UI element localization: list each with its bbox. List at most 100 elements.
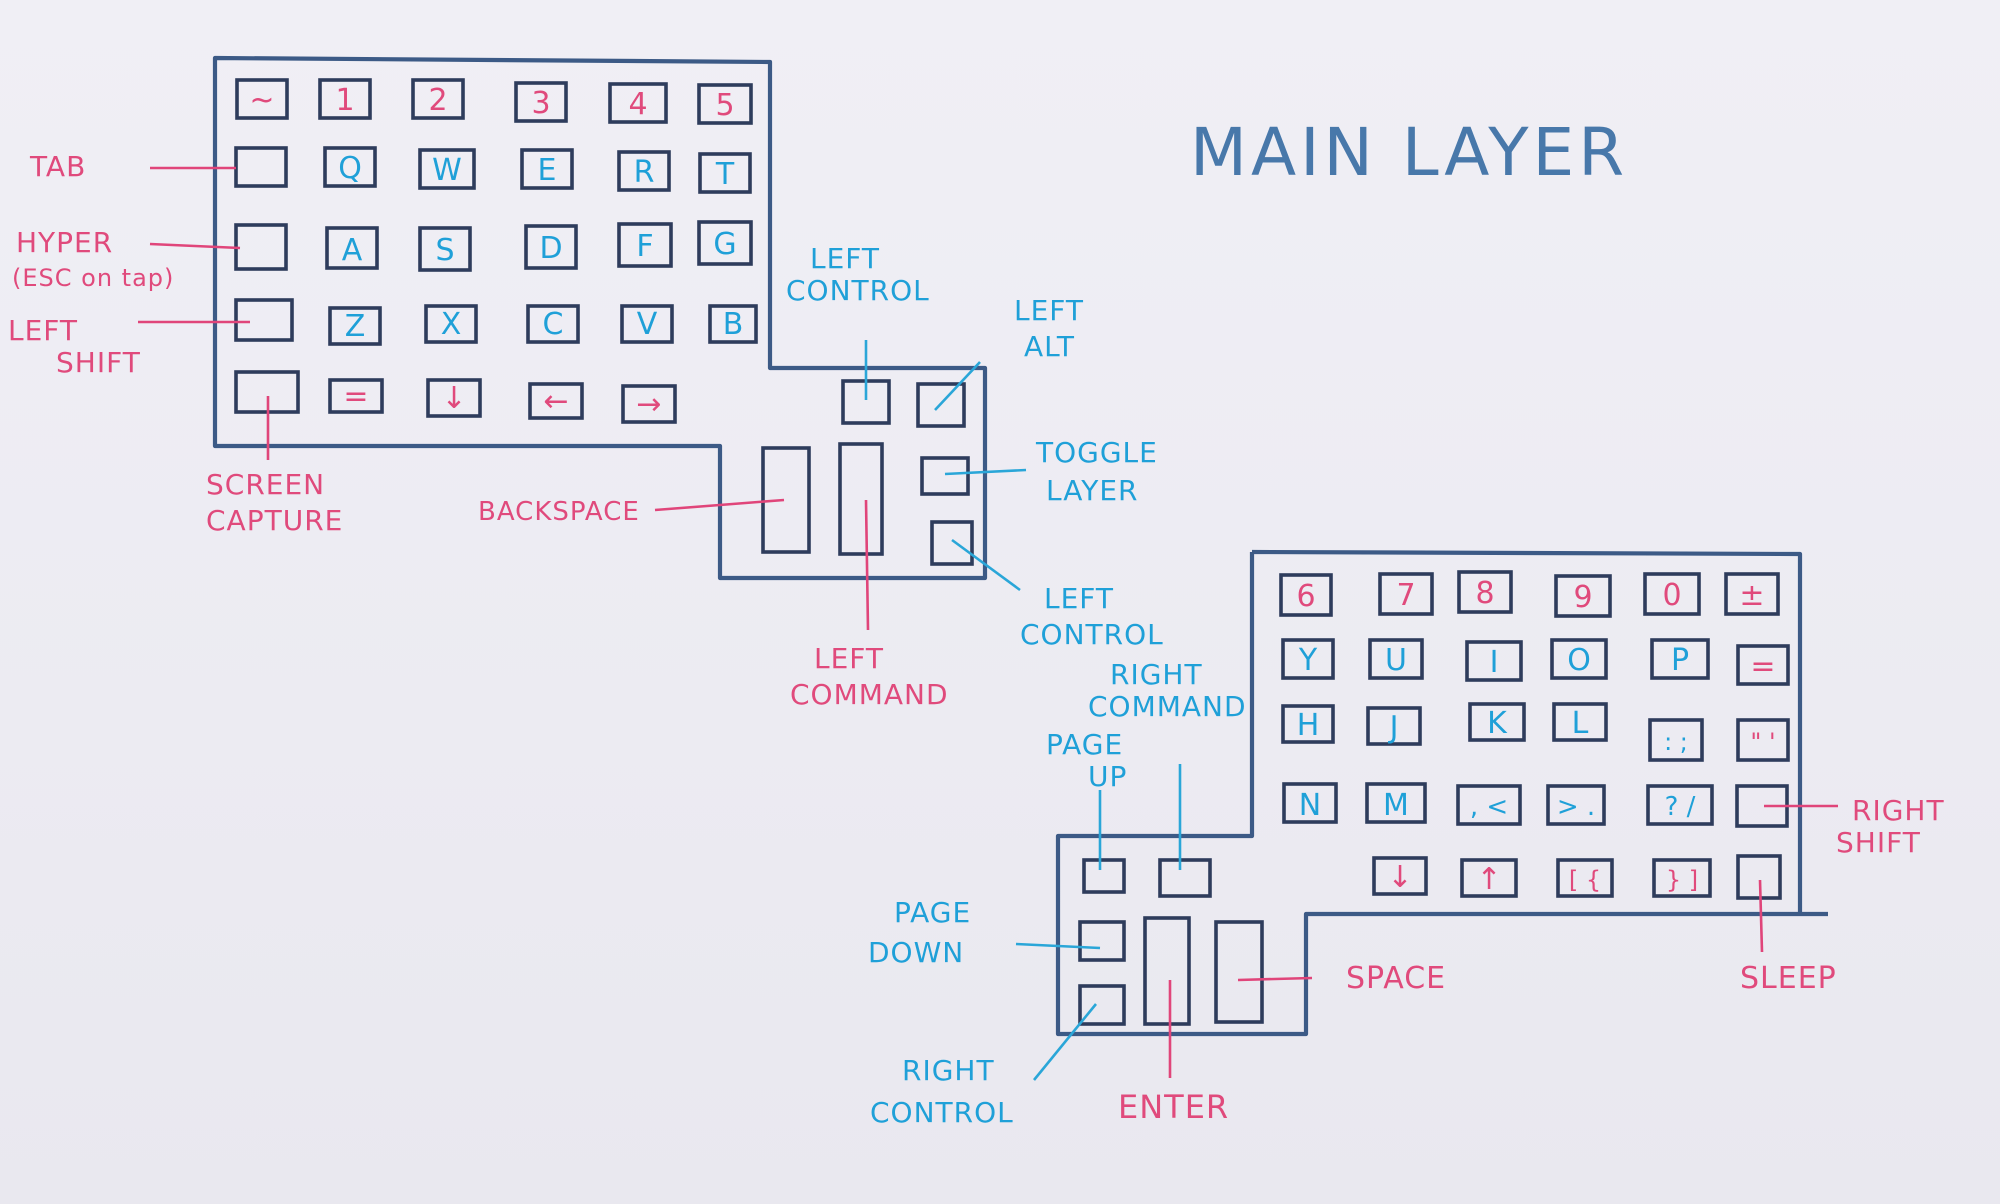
key-page-down[interactable] <box>1078 920 1126 962</box>
key-enter[interactable] <box>1143 916 1191 1026</box>
key-right-r2-6[interactable] <box>1736 644 1790 686</box>
legend-right-r4-4: > . <box>1557 792 1595 822</box>
legend-right-r5-3: [ { <box>1569 866 1601 894</box>
key-right-r3-2[interactable] <box>1366 706 1422 746</box>
legend-left-r5-3: ↓ <box>441 381 466 416</box>
key-right-r1-4[interactable] <box>1554 574 1612 618</box>
leader-sleep <box>1758 879 1764 953</box>
legend-left-r4-3: X <box>441 307 462 342</box>
key-left-r3-1[interactable] <box>234 223 288 271</box>
key-right-r4-3[interactable] <box>1456 784 1522 826</box>
legend-left-r3-3: S <box>435 233 454 268</box>
key-space[interactable] <box>1214 920 1264 1024</box>
key-left-r3-2[interactable] <box>325 226 379 270</box>
legend-right-r1-5: 0 <box>1662 578 1681 613</box>
key-left-r4-6[interactable] <box>708 304 758 344</box>
key-left-r2-5[interactable] <box>617 150 671 192</box>
key-left-r4-1[interactable] <box>234 298 294 342</box>
label-sleep: SLEEP <box>1740 961 1837 996</box>
key-left-r1-3[interactable] <box>411 78 465 120</box>
key-left-alt[interactable] <box>916 382 966 428</box>
key-left-r1-4[interactable] <box>514 81 568 123</box>
key-left-r3-4[interactable] <box>524 224 578 270</box>
key-right-r3-3[interactable] <box>1468 702 1526 742</box>
key-right-r1-1[interactable] <box>1279 573 1333 617</box>
key-right-r2-3[interactable] <box>1465 640 1523 682</box>
label-left-shift-line1: LEFT <box>8 314 78 347</box>
legend-left-r1-3: 2 <box>428 83 447 118</box>
key-right-r3-5[interactable] <box>1648 718 1704 762</box>
leader-left-alt <box>934 361 981 411</box>
label-left-command-line2: COMMAND <box>790 678 949 711</box>
legend-left-r4-4: C <box>543 307 564 342</box>
key-left-r5-2[interactable] <box>328 378 384 414</box>
key-right-r3-6[interactable] <box>1736 718 1790 762</box>
key-left-command[interactable] <box>838 442 884 556</box>
key-right-r2-4[interactable] <box>1550 638 1608 680</box>
key-right-r1-2[interactable] <box>1378 572 1434 616</box>
key-right-r2-2[interactable] <box>1368 638 1424 680</box>
key-right-r1-5[interactable] <box>1643 572 1701 616</box>
key-left-r2-6[interactable] <box>698 152 752 194</box>
key-right-command[interactable] <box>1158 858 1212 898</box>
legend-right-r4-2: M <box>1383 788 1409 823</box>
key-left-r2-2[interactable] <box>323 146 377 188</box>
label-left-command-line1: LEFT <box>814 642 884 675</box>
label-page-down-line2: DOWN <box>868 936 964 969</box>
key-left-r5-4[interactable] <box>528 382 584 420</box>
key-left-r4-3[interactable] <box>424 304 478 344</box>
key-right-r5-2[interactable] <box>1460 858 1518 898</box>
legend-right-r3-3: K <box>1487 706 1508 741</box>
key-right-r4-4[interactable] <box>1546 784 1606 826</box>
key-left-r4-2[interactable] <box>328 306 382 346</box>
key-left-r3-3[interactable] <box>418 226 472 272</box>
legend-left-r1-1: ~ <box>249 83 274 118</box>
label-page-up-line2: UP <box>1088 760 1127 793</box>
key-left-r5-5[interactable] <box>621 384 677 424</box>
key-right-r5-1[interactable] <box>1372 856 1428 896</box>
key-right-r4-1[interactable] <box>1282 782 1338 824</box>
key-sleep[interactable] <box>1736 854 1782 900</box>
legend-right-r1-3: 8 <box>1475 576 1494 611</box>
legend-right-r2-3: I <box>1490 645 1499 680</box>
label-hyper-line1: HYPER <box>16 226 113 259</box>
key-left-r2-1[interactable] <box>234 146 288 188</box>
key-right-control[interactable] <box>1078 984 1126 1026</box>
key-left-r3-6[interactable] <box>697 220 753 266</box>
key-left-r1-1[interactable] <box>235 78 289 120</box>
key-right-r2-1[interactable] <box>1281 638 1335 680</box>
key-page-up[interactable] <box>1082 858 1126 894</box>
left-key-legends: ~ 1 2 3 4 5 Q W E R T A S D F G Z X C V … <box>249 83 743 422</box>
key-toggle-layer[interactable] <box>920 456 970 496</box>
key-left-r5-3[interactable] <box>426 378 482 418</box>
right-half-outline <box>1055 549 1828 1037</box>
key-left-control-bottom[interactable] <box>930 520 974 566</box>
key-backspace[interactable] <box>761 446 811 554</box>
legend-left-r3-4: D <box>539 231 562 266</box>
leader-left-command <box>864 499 870 631</box>
key-left-r2-3[interactable] <box>418 148 476 190</box>
key-left-r4-4[interactable] <box>526 304 580 344</box>
legend-left-r1-4: 3 <box>531 86 550 121</box>
key-left-r1-2[interactable] <box>318 78 372 120</box>
key-right-r3-1[interactable] <box>1281 704 1335 744</box>
key-right-r5-3[interactable] <box>1556 858 1614 898</box>
key-left-r1-6[interactable] <box>697 83 753 125</box>
legend-left-r1-6: 5 <box>715 88 734 123</box>
key-left-r4-5[interactable] <box>620 304 674 344</box>
key-right-r5-4[interactable] <box>1652 858 1712 898</box>
left-thumb-cluster <box>761 379 974 566</box>
label-space: SPACE <box>1346 961 1446 996</box>
legend-right-r2-2: U <box>1385 643 1407 678</box>
key-right-r4-5[interactable] <box>1646 784 1714 826</box>
key-right-r4-2[interactable] <box>1365 782 1427 824</box>
key-right-r3-4[interactable] <box>1552 702 1608 742</box>
legend-right-r2-6: = <box>1750 649 1775 684</box>
key-right-r2-5[interactable] <box>1650 638 1710 680</box>
key-left-r2-4[interactable] <box>520 148 574 190</box>
key-right-r1-3[interactable] <box>1457 570 1513 614</box>
key-left-r1-5[interactable] <box>608 82 668 124</box>
key-left-r3-5[interactable] <box>617 222 673 268</box>
key-right-r1-6[interactable] <box>1724 572 1780 616</box>
label-right-shift-line1: RIGHT <box>1852 794 1945 827</box>
